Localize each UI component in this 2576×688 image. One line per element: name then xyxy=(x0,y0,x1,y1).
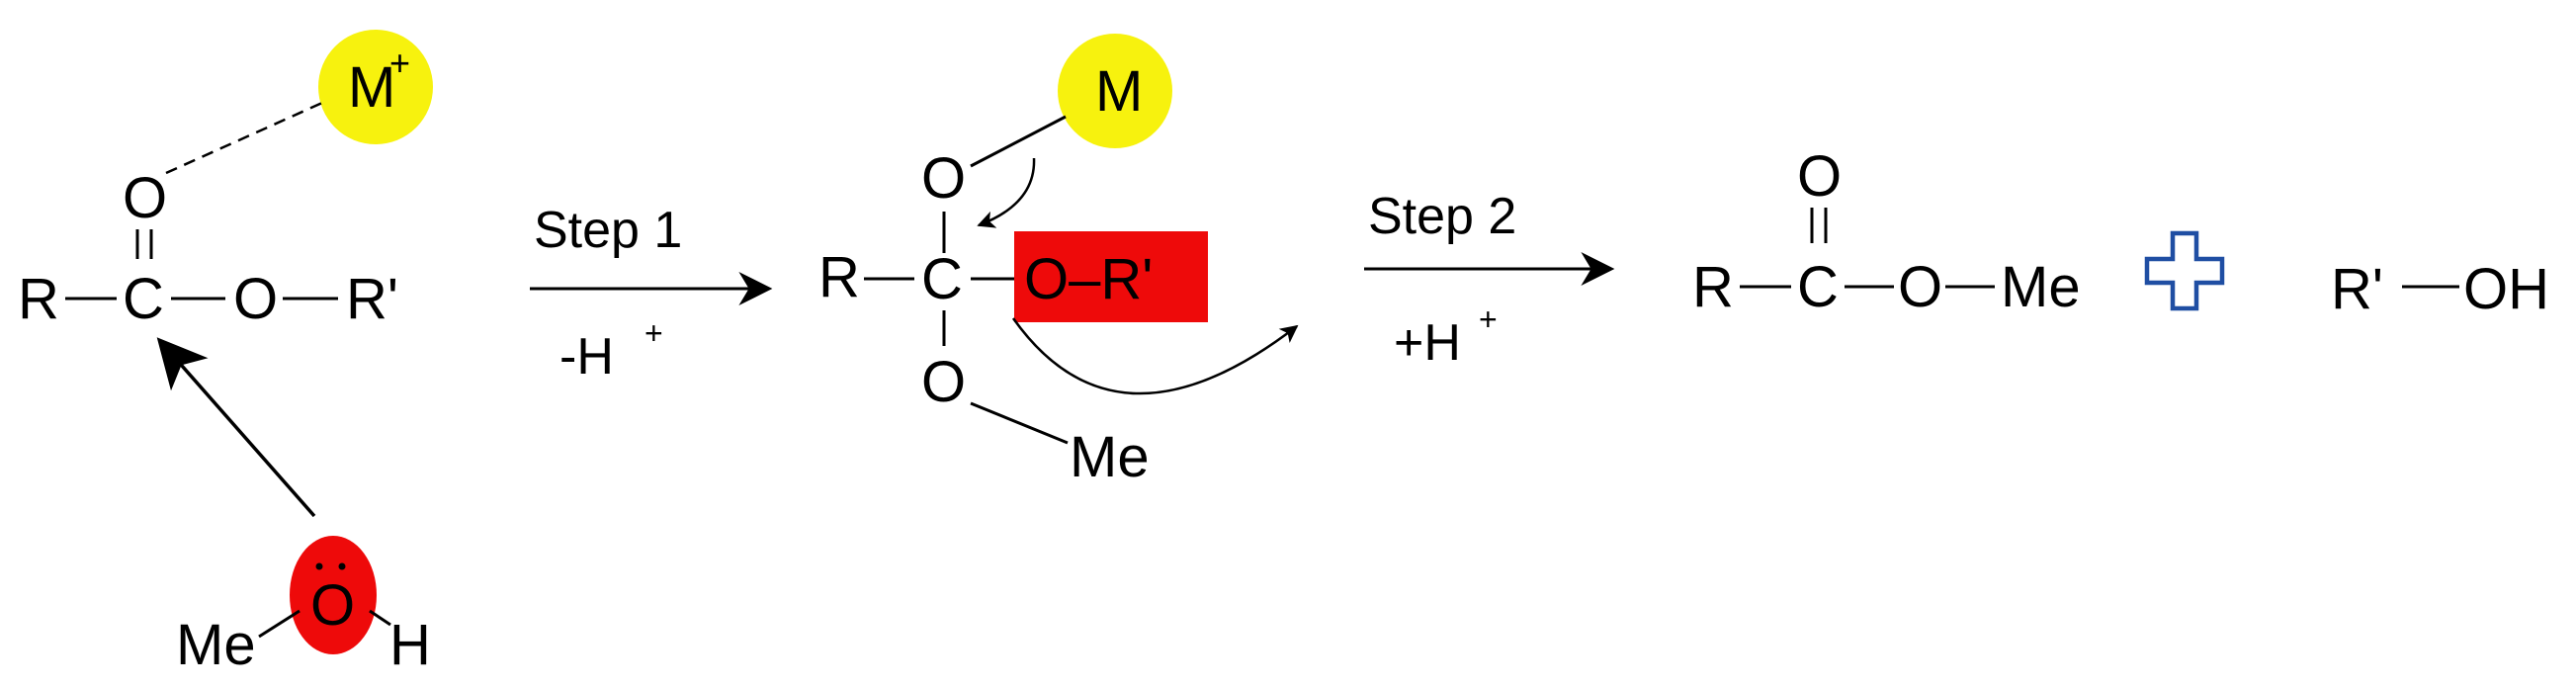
methyl-group: Me xyxy=(176,613,256,677)
carbonyl-oxygen: O xyxy=(123,166,167,230)
metal-highlight xyxy=(1058,34,1172,148)
product-methyl-ester: O R C O Me xyxy=(1692,144,2081,319)
r-prime-group: R' xyxy=(2331,257,2383,321)
bottom-oxygen: O xyxy=(921,350,966,414)
o-h-bond xyxy=(369,609,391,627)
leaving-group: O–R' xyxy=(1024,247,1153,311)
step-2-condition: +H xyxy=(1394,314,1461,372)
carbonyl-oxygen: O xyxy=(1797,144,1842,209)
step-2: Step 2 +H + xyxy=(1364,188,1615,372)
step-2-condition-charge: + xyxy=(1479,301,1498,337)
metal-label: M xyxy=(1095,59,1143,124)
carbon: C xyxy=(123,267,164,331)
hydroxyl-group: OH xyxy=(2463,257,2549,321)
plus-icon xyxy=(2144,230,2225,311)
nucleophile-highlight xyxy=(290,536,377,654)
intermediate: M O R C O–R' O Me xyxy=(818,34,1299,489)
ester-oxygen: O xyxy=(233,267,278,331)
step-1: Step 1 -H + xyxy=(530,202,773,386)
metal-charge: + xyxy=(389,43,410,83)
lone-pair-dot xyxy=(338,562,346,570)
metal-label: M xyxy=(348,55,395,120)
step-2-label: Step 2 xyxy=(1368,188,1516,245)
methanol-oxygen: O xyxy=(310,573,355,638)
step-1-condition-charge: + xyxy=(644,315,663,351)
me-o-bond xyxy=(258,609,301,639)
r-group: R xyxy=(818,245,860,309)
r-prime-group: R' xyxy=(346,267,398,331)
step-1-condition: -H xyxy=(559,328,614,386)
hydrogen: H xyxy=(389,613,431,677)
carbon: C xyxy=(1797,255,1839,319)
central-carbon: C xyxy=(921,247,963,311)
r-group: R xyxy=(1692,255,1734,319)
o-me-bond xyxy=(970,401,1069,445)
reactant: M + O R C O R' xyxy=(18,30,433,331)
nucleophilic-attack-arrow xyxy=(156,337,316,518)
nucleophile: O Me H xyxy=(156,337,431,677)
o-m-bond xyxy=(970,115,1067,168)
methyl-group: Me xyxy=(2001,255,2081,319)
coordination-bond xyxy=(165,101,323,175)
lone-pair-dot xyxy=(315,562,323,570)
electron-push-arrow-large xyxy=(1011,317,1299,395)
metal-highlight xyxy=(318,30,433,144)
product-alcohol: R' OH xyxy=(2331,257,2549,321)
top-oxygen: O xyxy=(921,146,966,211)
step-1-label: Step 1 xyxy=(534,202,682,259)
r-group: R xyxy=(18,267,59,331)
electron-push-arrow-small xyxy=(977,157,1036,228)
ester-oxygen: O xyxy=(1898,255,1942,319)
methyl-group: Me xyxy=(1070,425,1150,489)
leaving-group-highlight xyxy=(1014,231,1208,322)
